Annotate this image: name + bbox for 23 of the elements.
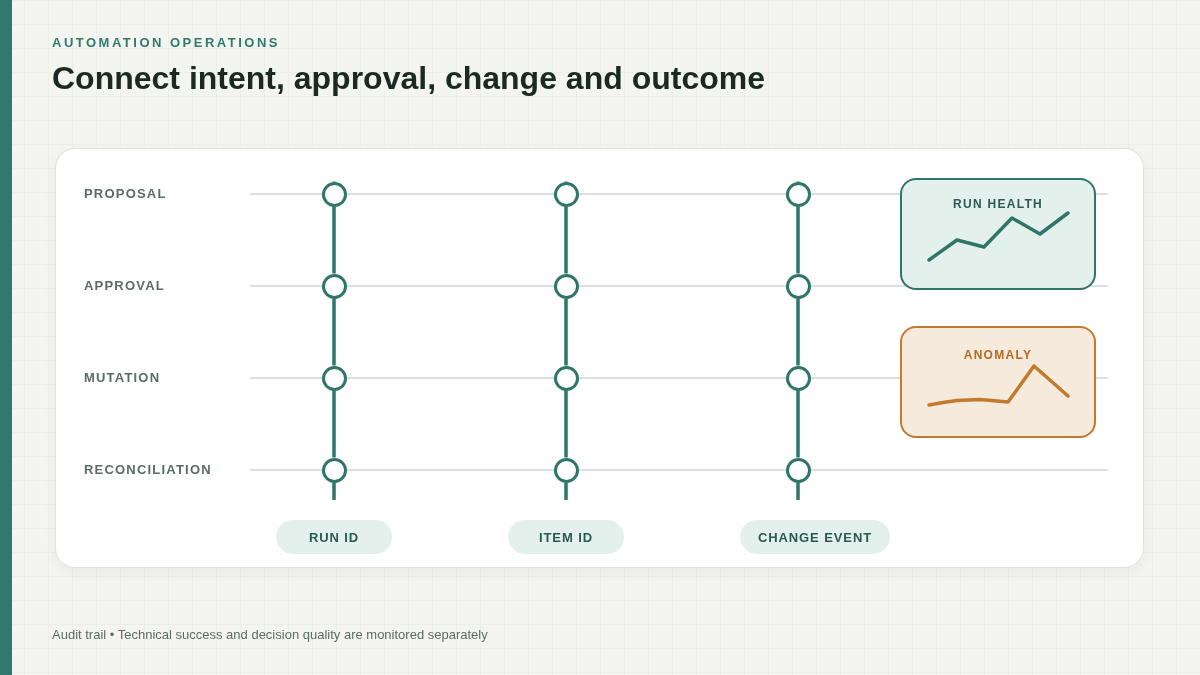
track-line — [332, 390, 336, 458]
footer-note: Audit trail • Technical success and decision quality are monitored separately — [52, 627, 488, 643]
metric-panel — [900, 178, 1096, 290]
metric-panel — [900, 326, 1096, 438]
track-line — [564, 298, 568, 366]
track-line — [796, 206, 800, 274]
track-line — [332, 206, 336, 274]
stage-label: APPROVAL — [84, 278, 165, 294]
id-tag: RUN ID — [276, 520, 392, 554]
slide-title: Connect intent, approval, change and outcome — [52, 59, 765, 98]
id-tag: CHANGE EVENT — [740, 520, 890, 554]
track-line — [796, 298, 800, 366]
stage-label: PROPOSAL — [84, 186, 167, 202]
track-line — [564, 206, 568, 274]
track-line — [564, 390, 568, 458]
track-line — [796, 390, 800, 458]
panel-title: RUN HEALTH — [952, 197, 1044, 211]
panel-title: ANOMALY — [963, 348, 1033, 362]
eyebrow-label: AUTOMATION OPERATIONS — [52, 35, 280, 51]
stage-label: RECONCILIATION — [84, 462, 212, 478]
stage-label: MUTATION — [84, 370, 161, 386]
id-tag: ITEM ID — [508, 520, 624, 554]
track-line — [332, 298, 336, 366]
